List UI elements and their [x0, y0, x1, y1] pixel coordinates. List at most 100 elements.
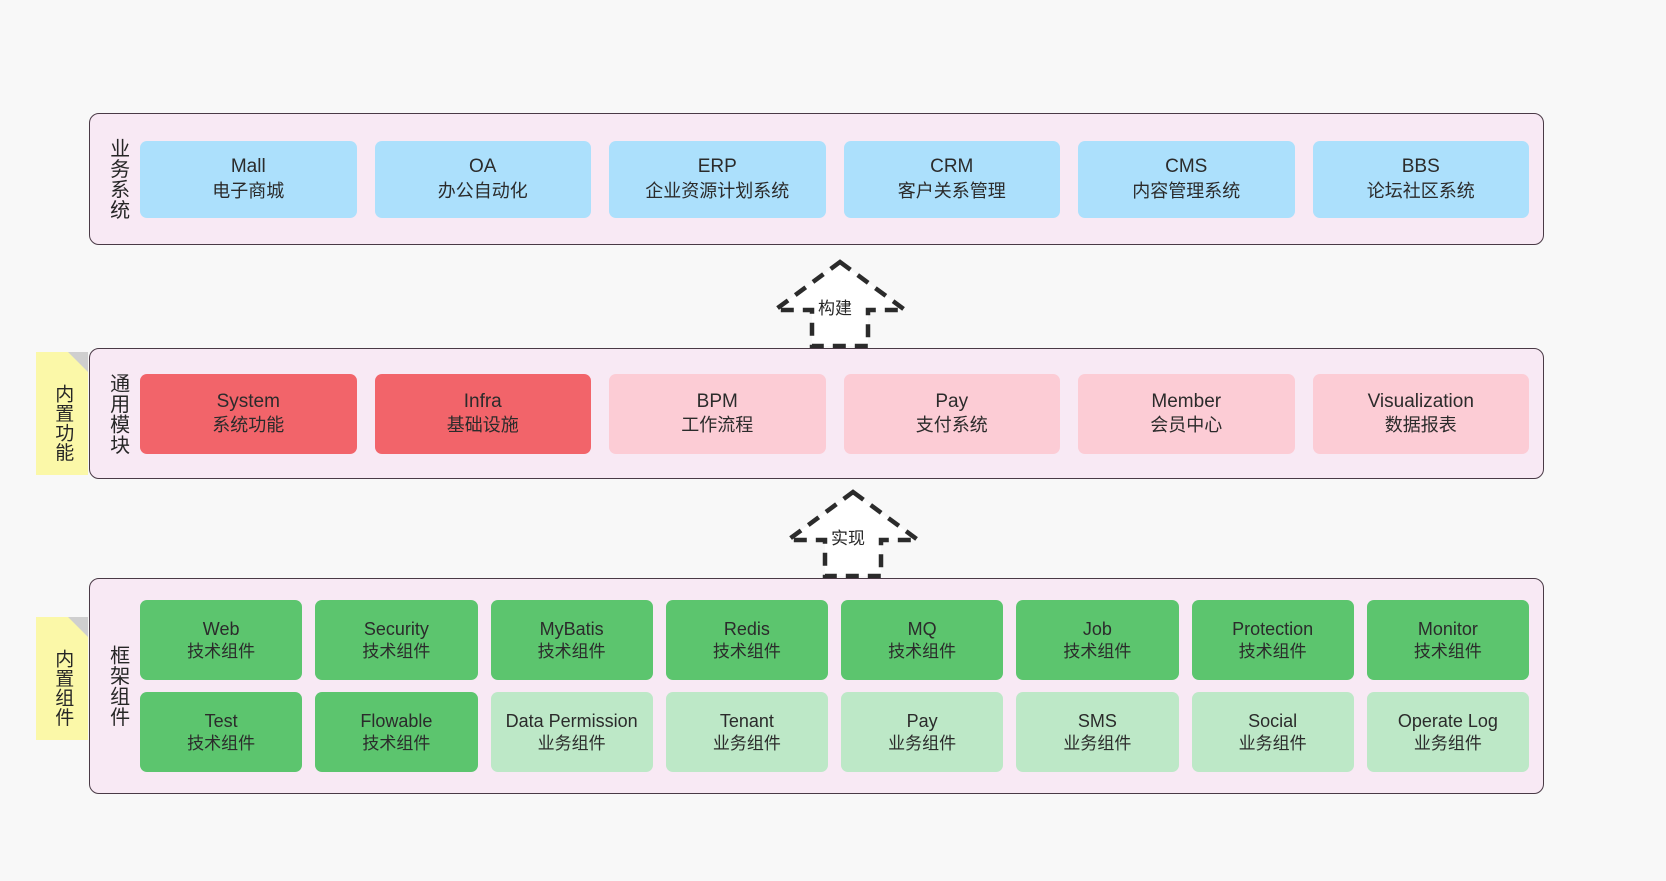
- module-cell-bpm[interactable]: BPM 工作流程: [609, 373, 826, 454]
- cell-name: Infra: [463, 390, 502, 412]
- cell-desc: 业务组件: [537, 733, 606, 753]
- cell-desc: 技术组件: [187, 641, 256, 661]
- cell-desc: 办公自动化: [437, 180, 528, 201]
- cell-desc: 技术组件: [1413, 641, 1482, 661]
- cell-name: Security: [363, 618, 429, 639]
- cell-desc: 数据报表: [1384, 415, 1457, 436]
- arrow-implement-label: 实现: [831, 529, 865, 548]
- cell-name: System: [216, 390, 280, 412]
- cell-name: Monitor: [1417, 618, 1478, 639]
- module-cell-system[interactable]: System 系统功能: [140, 373, 357, 454]
- cell-desc: 论坛社区系统: [1366, 180, 1475, 201]
- cell-desc: 业务组件: [1063, 733, 1132, 753]
- note-builtin-functions: 内置功能: [36, 352, 88, 475]
- cell-name: Job: [1082, 618, 1112, 639]
- cell-desc: 技术组件: [712, 641, 781, 661]
- cell-desc: 基础设施: [446, 415, 519, 436]
- cell-name: BBS: [1401, 156, 1440, 178]
- cell-desc: 业务组件: [888, 733, 957, 753]
- layer-title-common-modules: 通用模块: [106, 372, 129, 455]
- cell-name: Protection: [1232, 618, 1314, 639]
- cell-name: ERP: [697, 156, 737, 178]
- cell-desc: 业务组件: [1413, 733, 1482, 753]
- note-builtin-components: 内置组件: [36, 617, 88, 740]
- module-cell-visualization[interactable]: Visualization 数据报表: [1312, 373, 1529, 454]
- cell-name: Mall: [230, 156, 266, 178]
- cell-desc: 内容管理系统: [1132, 180, 1241, 201]
- cell-name: Operate Log: [1397, 710, 1498, 731]
- cell-desc: 技术组件: [537, 641, 606, 661]
- cell-desc: 电子商城: [212, 180, 285, 201]
- cell-name: Visualization: [1367, 390, 1474, 412]
- cell-name: Tenant: [719, 710, 774, 731]
- cell-desc: 技术组件: [362, 641, 431, 661]
- cell-name: Web: [202, 618, 240, 639]
- cell-name: Pay: [935, 390, 969, 412]
- cell-name: Redis: [723, 618, 770, 639]
- cell-desc: 技术组件: [187, 733, 256, 753]
- cell-desc: 工作流程: [681, 415, 754, 436]
- cell-name: Social: [1248, 710, 1298, 731]
- cell-name: SMS: [1077, 710, 1117, 731]
- note-fold-corner-icon: [68, 352, 88, 372]
- cell-desc: 技术组件: [1063, 641, 1132, 661]
- arrow-build-label: 构建: [818, 299, 852, 318]
- cell-name: BPM: [696, 390, 738, 412]
- arrow-implement: 实现: [768, 488, 938, 579]
- cell-name: Test: [204, 710, 238, 731]
- cell-desc: 会员中心: [1150, 415, 1223, 436]
- note-builtin-components-label: 内置组件: [52, 648, 74, 727]
- cell-name: CRM: [930, 156, 974, 178]
- module-cell-member[interactable]: Member 会员中心: [1078, 373, 1295, 454]
- common-modules-cell-grid: System 系统功能 Infra 基础设施 BPM 工作流程 Pay 支付系统 Member 会…: [140, 359, 1529, 468]
- layer-common-modules: 通用模块 System 系统功能 Infra 基础设施 BPM 工作流程 Pay 支付系统 Me…: [89, 348, 1544, 479]
- cell-desc: 企业资源计划系统: [645, 180, 790, 201]
- cell-desc: 技术组件: [362, 733, 431, 753]
- layer-title-framework-components: 框架组件: [106, 645, 129, 727]
- cell-name: Member: [1151, 390, 1222, 412]
- cell-name: MQ: [907, 618, 937, 639]
- arrow-build: 构建: [755, 258, 925, 349]
- cell-desc: 支付系统: [915, 415, 988, 436]
- module-cell-infra[interactable]: Infra 基础设施: [374, 373, 591, 454]
- note-builtin-functions-label: 内置功能: [52, 383, 74, 462]
- cell-desc: 客户关系管理: [897, 180, 1006, 201]
- module-cell-pay[interactable]: Pay 支付系统: [843, 373, 1060, 454]
- cell-desc: 技术组件: [888, 641, 957, 661]
- cell-desc: 系统功能: [212, 415, 285, 436]
- note-fold-corner-icon: [68, 617, 88, 637]
- cell-desc: 业务组件: [712, 733, 781, 753]
- cell-name: CMS: [1165, 156, 1208, 178]
- cell-desc: 技术组件: [1238, 641, 1307, 661]
- cell-name: MyBatis: [539, 618, 604, 639]
- layer-title-business-systems: 业务系统: [106, 138, 129, 220]
- cell-name: Flowable: [360, 710, 433, 731]
- cell-name: OA: [469, 156, 497, 178]
